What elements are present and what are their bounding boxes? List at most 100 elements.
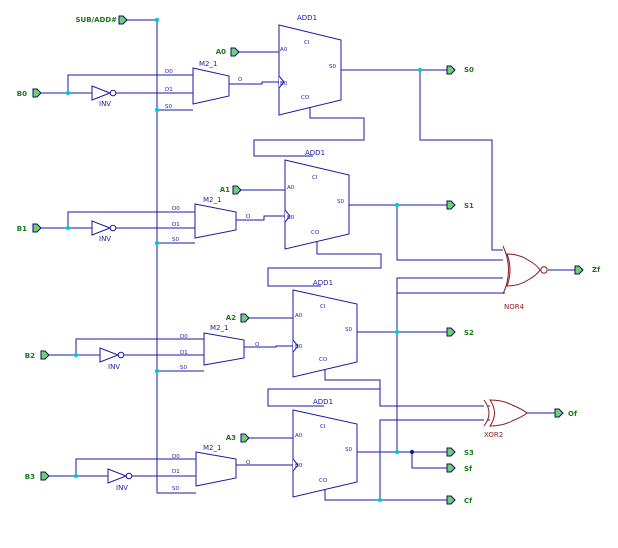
output-port-of[interactable]: Of [554,408,578,418]
junction-dot [154,107,160,113]
junction-dot [65,225,71,231]
adder-bit2[interactable]: ADD1 CI A0 B0 S0 CO [292,279,358,378]
adder-pin-a0: A0 [295,433,303,439]
adder-pin-ci: CI [304,40,310,46]
adder-pin-a0: A0 [287,185,295,191]
port-label: A3 [226,434,236,442]
mux-pin-d1: D1 [172,222,180,228]
input-port-a1[interactable]: A1 [220,185,242,195]
port-label: S3 [464,449,474,457]
mux-pin-d1: D1 [180,350,188,356]
mux-pin-d1: D1 [172,469,180,475]
adder-label: ADD1 [313,279,333,287]
junction-dot [394,449,400,455]
mux-pin-d0: D0 [172,206,180,212]
inverter-bit0[interactable]: INV [91,85,117,108]
mux-label: M2_1 [203,196,221,204]
junction-dot [154,17,160,23]
mux-pin-o: O [255,342,260,348]
input-port-a3[interactable]: A3 [226,433,250,443]
adder-label: ADD1 [313,398,333,406]
adder-pin-co: CO [319,357,328,363]
adder-pin-co: CO [319,478,328,484]
adder-pin-ci: CI [320,424,326,430]
mux-pin-s0: S0 [165,104,172,110]
adder-pin-co: CO [301,95,310,101]
port-label: S2 [464,329,474,337]
adder-bit3[interactable]: ADD1 CI A0 B0 S0 CO [292,398,358,498]
mux-pin-o: O [238,77,243,83]
adder-pin-a0: A0 [280,47,288,53]
mux-bit0[interactable]: M2_1 D0 D1 S0 O [165,60,243,110]
junction-dot [73,352,79,358]
gate-label: NOR4 [504,303,525,311]
input-port-b0[interactable]: B0 [17,88,42,98]
mux-pin-d0: D0 [172,454,180,460]
mux-pin-d1: D1 [165,87,173,93]
input-port-b1[interactable]: B1 [17,223,42,233]
input-port-b2[interactable]: B2 [25,350,50,360]
wires [40,19,575,501]
mux-pin-o: O [246,460,251,466]
port-label: A1 [220,186,230,194]
input-port-b3[interactable]: B3 [25,471,50,481]
mux-bit3[interactable]: M2_1 D0 D1 S0 O [172,444,251,492]
junction-dot [394,202,400,208]
input-port-a0[interactable]: A0 [216,47,240,57]
xor2-gate[interactable]: XOR2 [483,399,528,439]
output-port-s0[interactable]: S0 [446,65,474,75]
inverter-label: INV [99,100,111,108]
junction-dot [73,473,79,479]
adder-pin-b0: B0 [295,463,303,469]
adder-pin-ci: CI [320,304,326,310]
port-label: Cf [464,497,473,505]
inverter-label: INV [99,235,111,243]
junction-dot [409,449,415,455]
adder-pin-b0: B0 [280,81,288,87]
junctions [65,17,423,503]
mux-label: M2_1 [210,324,228,332]
port-label: B3 [25,473,35,481]
port-label: B1 [17,225,27,233]
mux-pin-o: O [246,214,251,220]
nor4-gate[interactable]: NOR4 [502,245,548,311]
port-label: Zf [592,266,601,274]
adder-pin-s0: S0 [337,199,344,205]
output-port-s3[interactable]: S3 [446,447,474,457]
port-label: A2 [226,314,236,322]
adder-pin-co: CO [311,230,320,236]
adder-pin-s0: S0 [329,64,336,70]
output-port-cf[interactable]: Cf [446,495,473,505]
inverter-bit1[interactable]: INV [91,220,117,243]
adder-pin-s0: S0 [345,447,352,453]
inverter-bit3[interactable]: INV [107,468,133,492]
adder-pin-b0: B0 [287,215,295,221]
mux-label: M2_1 [203,444,221,452]
mux-pin-d0: D0 [180,334,188,340]
mux-pin-d0: D0 [165,69,173,75]
mux-bit2[interactable]: M2_1 D0 D1 S0 O [180,324,260,371]
mux-pin-s0: S0 [172,486,179,492]
output-port-s2[interactable]: S2 [446,327,474,337]
gate-label: XOR2 [484,431,503,439]
inverter-label: INV [116,484,128,492]
adder-pin-b0: B0 [295,344,303,350]
mux-bit1[interactable]: M2_1 D0 D1 S0 O [172,196,251,243]
adder-bit1[interactable]: ADD1 CI A0 B0 S0 CO [284,149,350,250]
adder-bit0[interactable]: ADD1 CI A0 B0 S0 CO [278,14,342,116]
inverter-bit2[interactable]: INV [99,347,125,371]
mux-pin-s0: S0 [180,365,187,371]
junction-dot [154,368,160,374]
adder-label: ADD1 [297,14,317,22]
input-port-sub-add[interactable]: SUB/ADD# [75,15,128,25]
input-port-a2[interactable]: A2 [226,313,250,323]
port-label: S0 [464,66,474,74]
output-port-s1[interactable]: S1 [446,200,474,210]
output-port-sf[interactable]: Sf [446,463,473,473]
port-label: Of [568,410,578,418]
output-port-zf[interactable]: Zf [574,265,601,275]
junction-dot [65,90,71,96]
adder-pin-a0: A0 [295,313,303,319]
